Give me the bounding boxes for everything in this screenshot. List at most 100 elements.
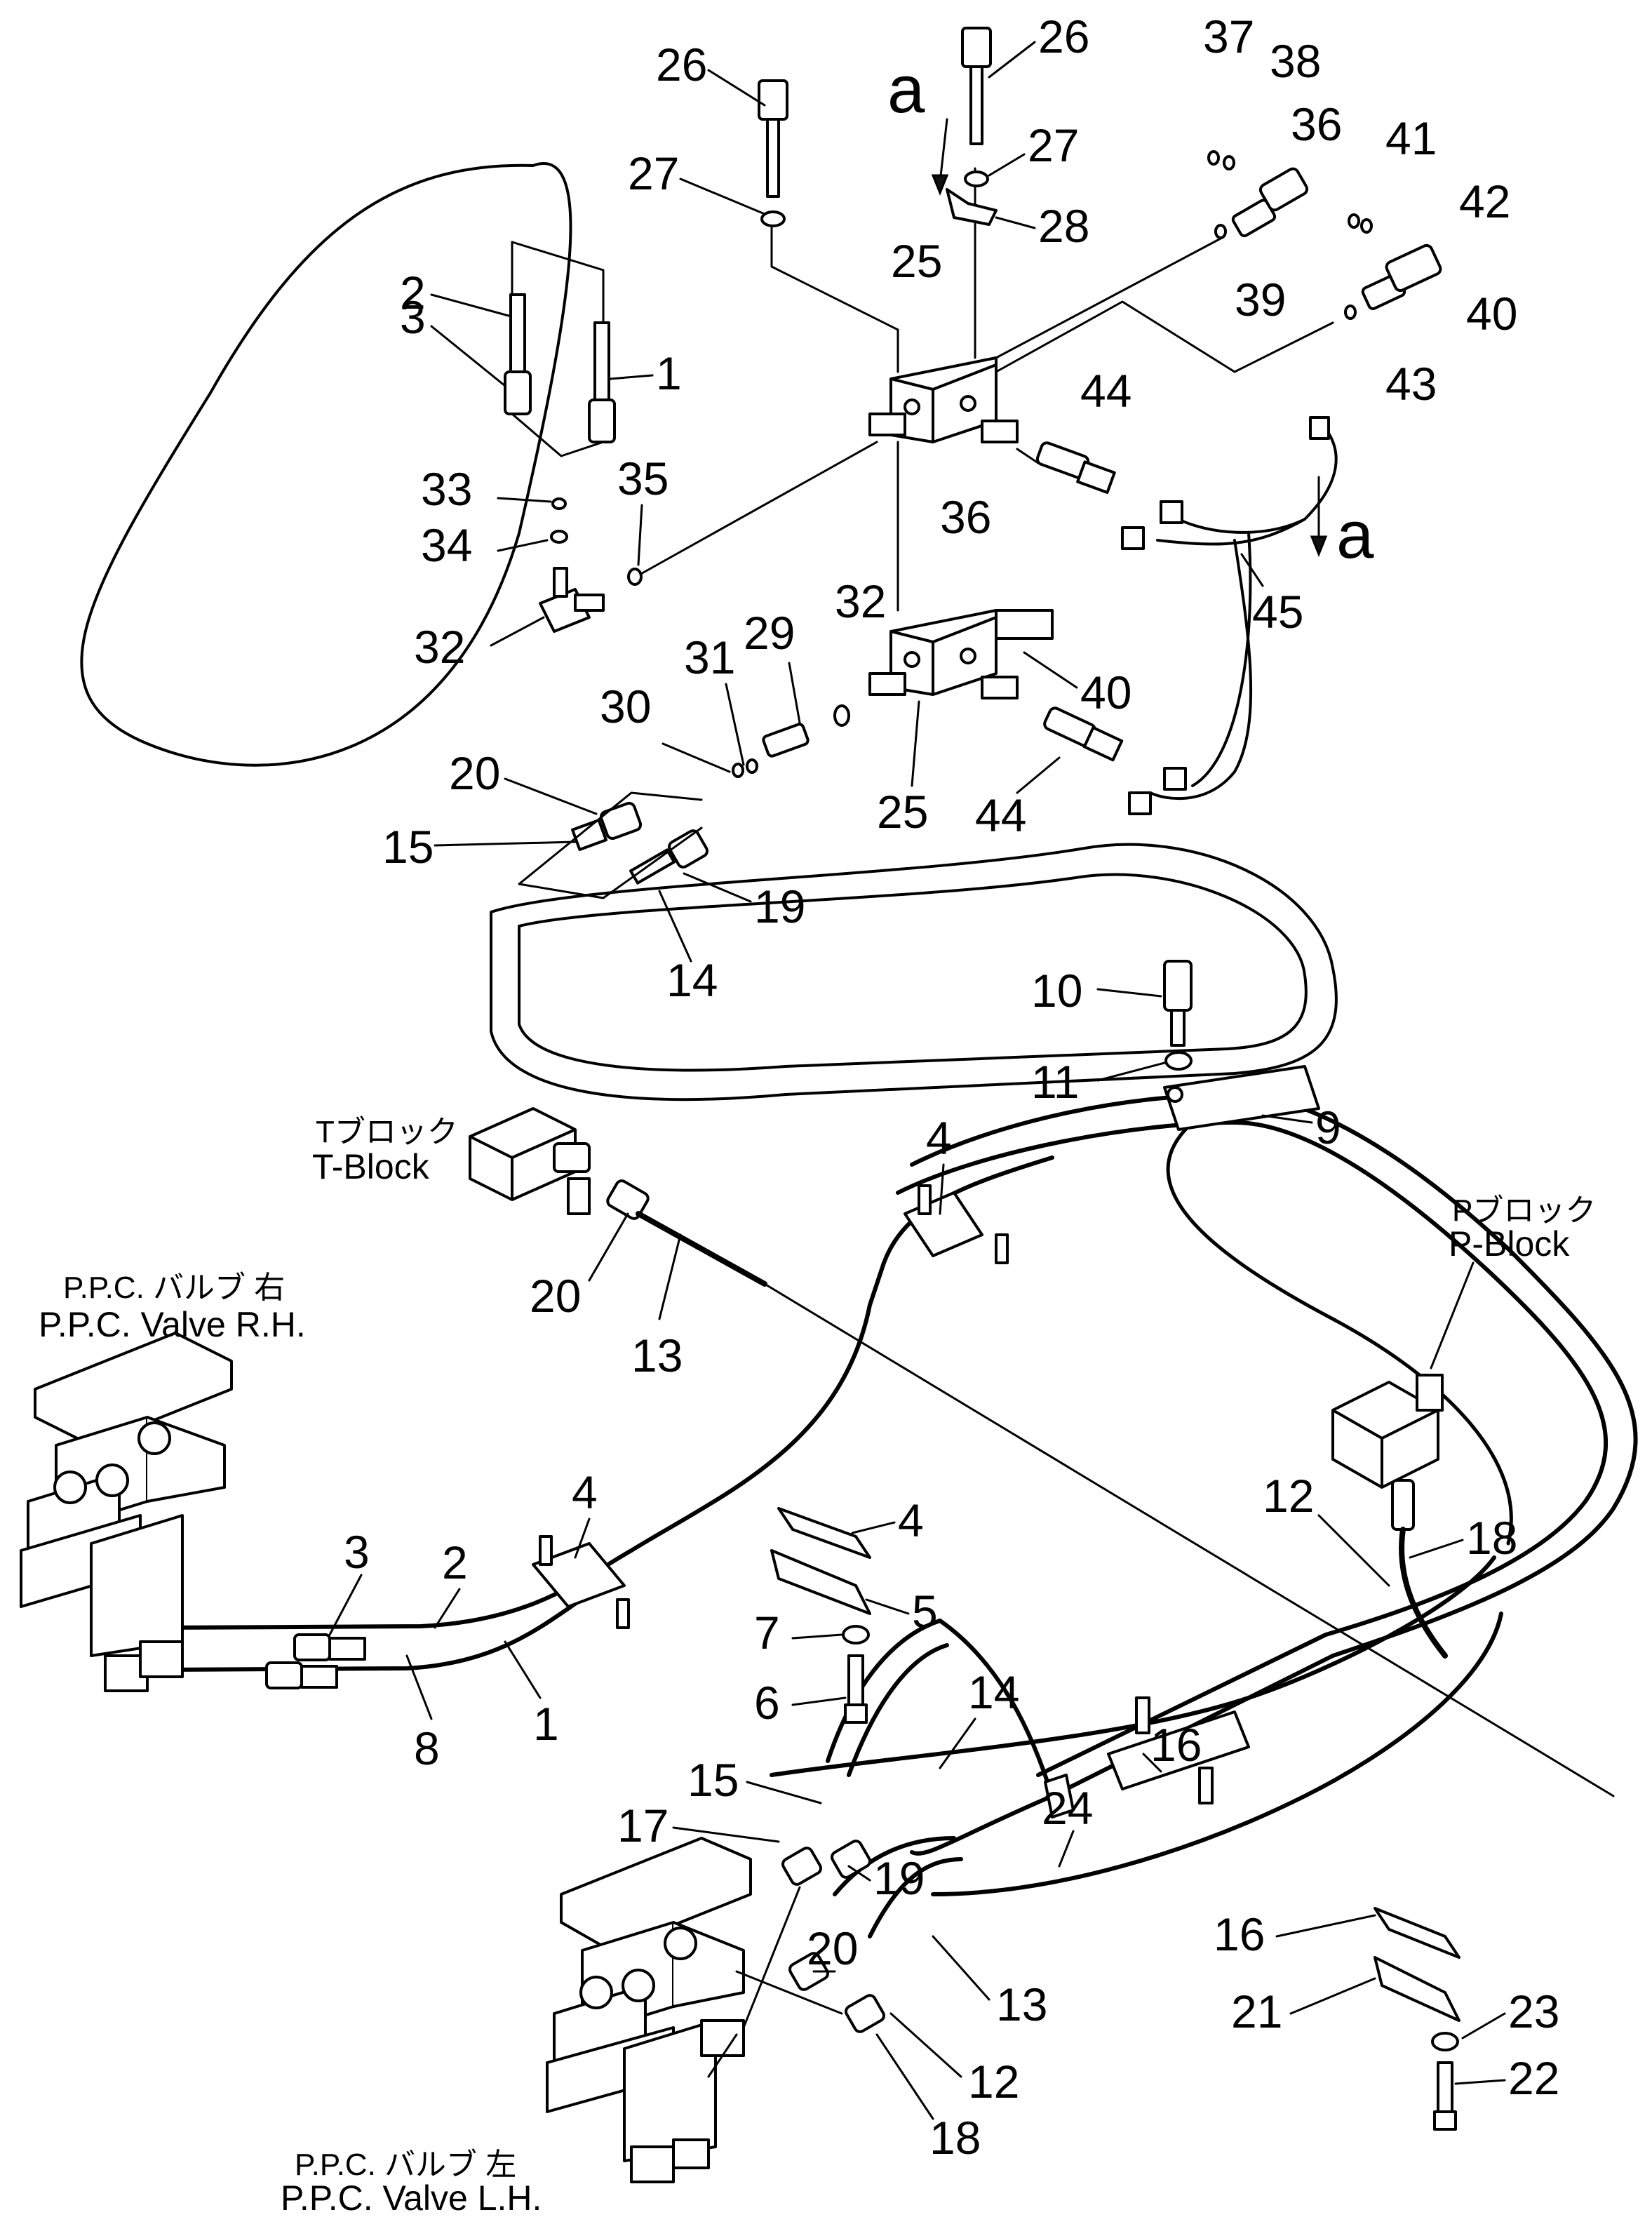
label-43: 43 bbox=[1385, 358, 1437, 410]
label-12-p: 12 bbox=[1263, 1470, 1314, 1522]
harness-45 bbox=[1149, 420, 1338, 801]
washer-11 bbox=[1164, 1051, 1193, 1071]
ppc-valve-rh bbox=[20, 1332, 233, 1692]
label-3-rh: 3 bbox=[344, 1526, 370, 1578]
label-19-lh: 19 bbox=[873, 1852, 925, 1904]
block-25-upper bbox=[868, 356, 1019, 443]
orings-37-43 bbox=[1207, 150, 1373, 320]
label-36-mid: 36 bbox=[940, 491, 991, 543]
label-21: 21 bbox=[1231, 1985, 1282, 2037]
clamp-24 bbox=[1044, 1774, 1075, 1819]
label-4-upper: 4 bbox=[926, 1112, 952, 1164]
hose-ends-1-2-3 bbox=[504, 293, 616, 443]
harness-connector-3 bbox=[1163, 767, 1187, 791]
fittings-29-32 bbox=[732, 704, 850, 778]
label-32-mid: 32 bbox=[835, 575, 886, 627]
label-39: 39 bbox=[1235, 274, 1286, 326]
valve-lh-label-jp: P.P.C. バルブ 左 bbox=[295, 2148, 516, 2182]
clamp-4-lower bbox=[532, 1535, 630, 1629]
pipe-bundle-2 bbox=[896, 1120, 1609, 1777]
label-14-top: 14 bbox=[666, 954, 718, 1006]
switch-44-upper bbox=[1035, 441, 1116, 494]
label-37: 37 bbox=[1203, 11, 1254, 62]
label-45: 45 bbox=[1252, 586, 1303, 638]
label-40-mid: 40 bbox=[1080, 667, 1131, 718]
label-32-left: 32 bbox=[414, 621, 465, 673]
t-block bbox=[469, 1107, 591, 1215]
harness-connector-1 bbox=[1160, 500, 1183, 524]
label-23: 23 bbox=[1508, 1985, 1559, 2037]
label-38: 38 bbox=[1270, 35, 1321, 87]
label-28: 28 bbox=[1038, 200, 1089, 252]
valve-rh-label-en: P.P.C. Valve R.H. bbox=[39, 1305, 306, 1344]
label-40-top: 40 bbox=[1466, 288, 1517, 340]
label-1-top: 1 bbox=[656, 347, 682, 399]
label-22: 22 bbox=[1508, 2052, 1559, 2104]
label-18-p: 18 bbox=[1466, 1512, 1517, 1564]
elbow-40-top bbox=[1361, 243, 1442, 310]
label-41: 41 bbox=[1385, 112, 1437, 164]
lh-leader-lines bbox=[707, 1886, 843, 2078]
orings-33-35 bbox=[550, 497, 643, 586]
label-1-rh: 1 bbox=[533, 1698, 559, 1750]
label-2-rh: 2 bbox=[442, 1536, 468, 1588]
harness-connector-4 bbox=[1128, 791, 1152, 815]
clamp-4-upper bbox=[904, 1184, 1009, 1264]
label-18-lh: 18 bbox=[929, 2112, 981, 2164]
label-4-set: 4 bbox=[898, 1494, 924, 1546]
t-block-label-jp: Tブロック bbox=[316, 1115, 458, 1149]
label-16-lower: 16 bbox=[1214, 1908, 1265, 1960]
label-8: 8 bbox=[414, 1722, 440, 1774]
label-33: 33 bbox=[421, 463, 472, 515]
block-leader-lines bbox=[637, 167, 1334, 612]
view-marker-a-top: a bbox=[887, 52, 925, 127]
harness-connector-top bbox=[1309, 416, 1330, 440]
label-14-lh: 14 bbox=[968, 1666, 1019, 1718]
pipe-bundle-3 bbox=[1166, 1120, 1513, 1546]
hose-ends-rh bbox=[265, 1633, 366, 1689]
hose-12-13 bbox=[833, 1836, 963, 1938]
label-36-top: 36 bbox=[1291, 98, 1342, 150]
bracket-28 bbox=[946, 188, 998, 226]
clamp-9 bbox=[1163, 1065, 1320, 1131]
label-20-top: 20 bbox=[449, 747, 500, 799]
label-35: 35 bbox=[617, 453, 669, 504]
label-17: 17 bbox=[617, 1800, 669, 1851]
view-marker-a-right: a bbox=[1336, 497, 1374, 572]
p-block bbox=[1331, 1374, 1444, 1489]
clamp-16 bbox=[1107, 1696, 1250, 1804]
washer-27-right bbox=[964, 170, 989, 187]
p-block-label-jp: Pブロック bbox=[1452, 1193, 1596, 1228]
harness-connector-2 bbox=[1121, 526, 1145, 550]
bolt-26-left bbox=[758, 79, 788, 198]
label-13-t: 13 bbox=[631, 1329, 683, 1381]
label-15-lh: 15 bbox=[687, 1754, 739, 1806]
label-26-left: 26 bbox=[656, 39, 707, 91]
label-31: 31 bbox=[684, 631, 735, 683]
label-11: 11 bbox=[1031, 1056, 1080, 1108]
label-10: 10 bbox=[1031, 965, 1082, 1017]
hose-loop-outer bbox=[80, 162, 572, 767]
bolt-26-right bbox=[961, 27, 992, 145]
label-13-lh: 13 bbox=[996, 1978, 1047, 2030]
label-44-top: 44 bbox=[1080, 365, 1131, 417]
label-6: 6 bbox=[754, 1677, 780, 1729]
hose-ends-frame bbox=[511, 241, 605, 457]
label-42: 42 bbox=[1459, 175, 1510, 227]
hose-end-frame bbox=[518, 791, 703, 899]
label-44-mid: 44 bbox=[975, 789, 1026, 841]
part-labels: 26 26 27 27 28 37 38 36 41 42 40 39 43 2… bbox=[328, 11, 1559, 2164]
label-24: 24 bbox=[1042, 1782, 1093, 1834]
arrow-a-right-head bbox=[1310, 535, 1328, 558]
hose-end-20-t bbox=[606, 1179, 767, 1287]
label-27-left: 27 bbox=[628, 147, 679, 199]
label-34: 34 bbox=[421, 519, 472, 571]
label-20-t: 20 bbox=[530, 1270, 581, 1322]
valve-lh-label-en: P.P.C. Valve L.H. bbox=[281, 2178, 542, 2217]
line-13-diagonal bbox=[763, 1282, 1615, 1797]
label-5: 5 bbox=[912, 1586, 938, 1637]
hose-loop-lower-inner bbox=[518, 873, 1308, 1072]
hose-14-15 bbox=[826, 1619, 1054, 1798]
